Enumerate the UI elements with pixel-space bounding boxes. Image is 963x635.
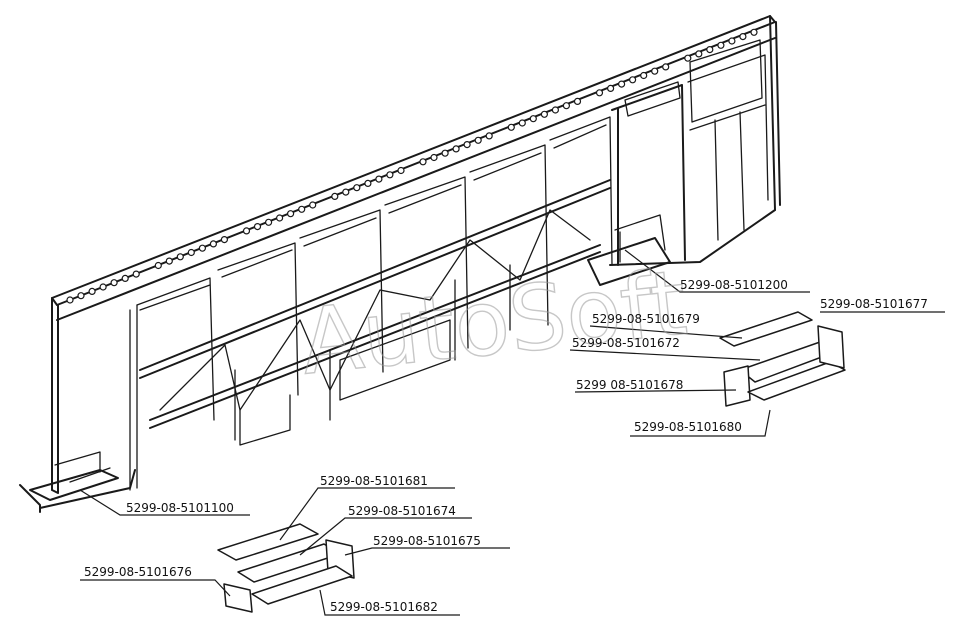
rivet-hole [529,115,537,123]
part-5101679 [719,311,813,347]
rivet-hole [198,244,206,252]
label-5101672: 5299-08-5101672 [572,336,680,350]
rivet-hole [518,119,526,127]
rivet-hole [77,292,85,300]
label-5101680: 5299-08-5101680 [634,420,742,434]
rivet-hole [706,45,714,54]
rivet-hole [595,89,604,97]
leader-lines [79,249,945,616]
label-5101678: 5299 08-5101678 [576,378,683,392]
rivet-hole [165,257,173,265]
rivet-hole [728,37,736,45]
rivet-hole [463,141,471,149]
rivet-hole [662,63,670,71]
rivet-hole [309,201,317,209]
rivet-hole [66,296,74,304]
rivet-hole [419,158,427,166]
rivet-hole [253,223,262,231]
rivet-hole [640,71,648,80]
label-5101675: 5299-08-5101675 [373,534,481,548]
rivet-hole [750,28,758,36]
part-labels: 5299-08-5101100 5299-08-5101200 5299-08-… [84,278,928,614]
rivet-hole [88,287,96,295]
rivet-hole [695,50,703,58]
rivet-hole [562,102,571,110]
rivet-hole [606,84,615,93]
rivet-hole [452,145,460,153]
rivet-hole [430,153,438,162]
rivet-hole [287,210,295,218]
label-5101100: 5299-08-5101100 [126,501,234,515]
rivet-hole [441,149,449,157]
rivet-hole [276,214,284,222]
rivet-hole [507,123,515,131]
rivet-hole [540,110,549,118]
rivet-hole [187,248,195,257]
rivet-hole [209,240,217,248]
rivet-hole [651,67,659,75]
label-5101674: 5299-08-5101674 [348,504,456,518]
rivet-holes [66,28,758,304]
label-5101682: 5299-08-5101682 [330,600,438,614]
rivet-hole [331,192,339,200]
side-frame [19,15,781,513]
rivet-hole [110,279,118,287]
part-5101681 [217,523,319,561]
rivet-hole [99,283,107,291]
front-parts-group [217,523,355,613]
label-5101679: 5299-08-5101679 [592,312,700,326]
rivet-hole [375,175,383,183]
rivet-hole [684,54,692,62]
rivet-hole [628,76,637,84]
rivet-hole [176,253,184,261]
rivet-hole [154,261,162,270]
part-5101682 [251,565,353,605]
rivet-hole [353,184,361,192]
part-5101676 [223,583,253,613]
rivet-hole [220,236,228,244]
rivet-hole [265,218,273,226]
rivet-hole [386,171,394,179]
rear-parts-group [719,311,846,407]
rivet-hole [551,106,560,114]
rivet-hole [242,227,251,235]
rivet-hole [617,80,626,88]
rivet-hole [474,136,482,144]
part-5101678 [723,365,751,407]
rivet-hole [342,188,350,196]
label-5101681: 5299-08-5101681 [320,474,428,488]
rivet-hole [364,179,372,187]
rivet-hole [132,270,140,278]
label-5101200: 5299-08-5101200 [680,278,788,292]
rivet-hole [717,41,725,49]
label-5101676: 5299-08-5101676 [84,565,192,579]
part-5101680 [747,361,846,401]
rivet-hole [397,166,405,175]
rivet-hole [573,97,582,106]
rivet-hole [739,32,747,41]
label-5101677: 5299-08-5101677 [820,297,928,311]
rivet-hole [485,132,493,140]
part-5101677 [817,325,845,369]
rivet-hole [298,205,306,213]
rivet-hole [121,274,129,282]
